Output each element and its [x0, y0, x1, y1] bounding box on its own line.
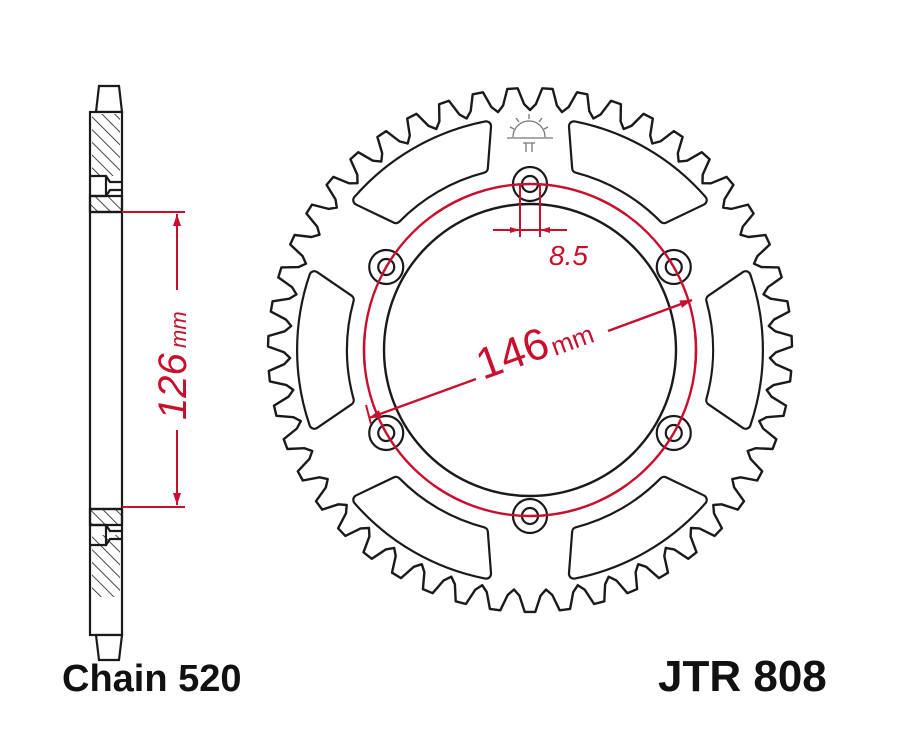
pcd-dimension-line: [607, 298, 693, 333]
chain-label: Chain 520: [62, 658, 242, 700]
lightening-slot: [707, 272, 762, 428]
pcd-dimension-arrow: [369, 410, 382, 418]
sprocket-teeth-outline: [266, 87, 794, 614]
side-dimension: [122, 211, 185, 508]
pcd-circle-arc: [362, 197, 462, 367]
pcd-circle-arc: [598, 333, 698, 503]
pcd-dimension-arrow: [679, 300, 692, 308]
center-bore: [382, 202, 678, 498]
pcd-unit: mm: [547, 319, 598, 362]
pcd-value: 146: [470, 318, 556, 389]
hole-diameter-value: 8.5: [549, 240, 588, 271]
lightening-slot: [570, 122, 706, 223]
front-view: [266, 87, 794, 614]
side-dimension-unit: mm: [166, 311, 191, 348]
lightening-slot: [298, 272, 353, 428]
lightening-slot: [570, 477, 706, 578]
lightening-slot: [354, 477, 490, 578]
lightening-slot: [354, 122, 490, 223]
pcd-dimension-line: [368, 377, 477, 420]
side-view: [88, 84, 124, 662]
sun-logo-icon: [507, 114, 553, 152]
part-number-label: JTR 808: [658, 652, 827, 701]
pcd-tick: [365, 404, 372, 425]
pcd-dimensions: [362, 182, 698, 518]
side-dimension-value: 126: [151, 353, 195, 420]
pcd-circle-arc: [598, 197, 698, 367]
hole-dimension-arrows: [510, 227, 550, 233]
